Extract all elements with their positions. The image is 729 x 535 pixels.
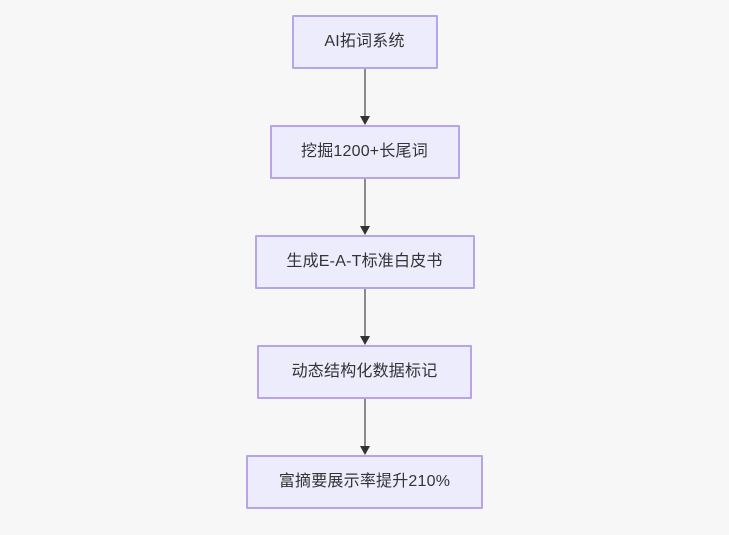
- edge-line: [363, 179, 366, 227]
- flow-edge-n3-n4: [358, 289, 372, 345]
- edge-line: [363, 399, 366, 447]
- flow-node-rich-snippet-impression-uplift[interactable]: 富摘要展示率提升210%: [246, 455, 483, 509]
- flow-node-mine-longtail-keywords[interactable]: 挖掘1200+长尾词: [269, 125, 460, 179]
- edge-line: [363, 69, 366, 117]
- edge-line: [363, 289, 366, 337]
- arrow-down-icon: [359, 226, 370, 235]
- flow-edge-n2-n3: [358, 179, 372, 235]
- flow-node-dynamic-structured-data-markup[interactable]: 动态结构化数据标记: [257, 345, 472, 399]
- arrow-down-icon: [359, 336, 370, 345]
- flow-node-generate-eat-whitepaper[interactable]: 生成E-A-T标准白皮书: [254, 235, 475, 289]
- arrow-down-icon: [359, 446, 370, 455]
- flow-edge-n4-n5: [358, 399, 372, 455]
- arrow-down-icon: [359, 116, 370, 125]
- flow-edge-n1-n2: [358, 69, 372, 125]
- flow-node-ai-keyword-system[interactable]: AI拓词系统: [291, 15, 438, 69]
